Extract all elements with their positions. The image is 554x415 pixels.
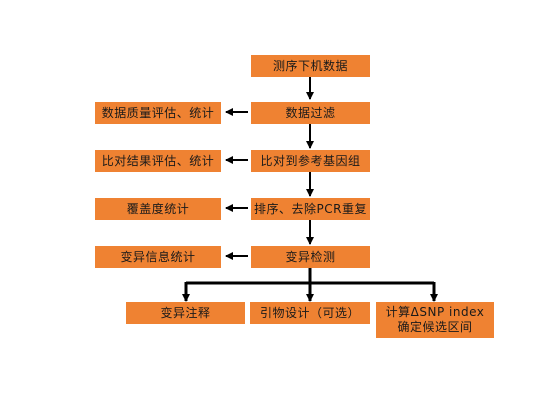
output-snp-index-interval: 计算ΔSNP index 确定候选区间 [376, 302, 494, 338]
snp-index-line2: 确定候选区间 [397, 320, 473, 334]
output-alignment-stats: 比对结果评估、统计 [95, 150, 221, 172]
output-coverage-stats: 覆盖度统计 [95, 198, 221, 220]
step-variant-calling: 变异检测 [251, 246, 370, 268]
output-variant-stats: 变异信息统计 [95, 246, 221, 268]
step-sequencing-data: 测序下机数据 [251, 55, 370, 77]
step-data-filtering: 数据过滤 [251, 102, 370, 124]
output-variant-annotation: 变异注释 [126, 302, 245, 324]
step-align-to-reference: 比对到参考基因组 [251, 150, 370, 172]
output-primer-design: 引物设计（可选） [250, 302, 370, 324]
output-quality-stats: 数据质量评估、统计 [95, 102, 221, 124]
snp-index-line1: 计算ΔSNP index [385, 305, 485, 319]
step-sort-dedup: 排序、去除PCR重复 [251, 198, 370, 220]
